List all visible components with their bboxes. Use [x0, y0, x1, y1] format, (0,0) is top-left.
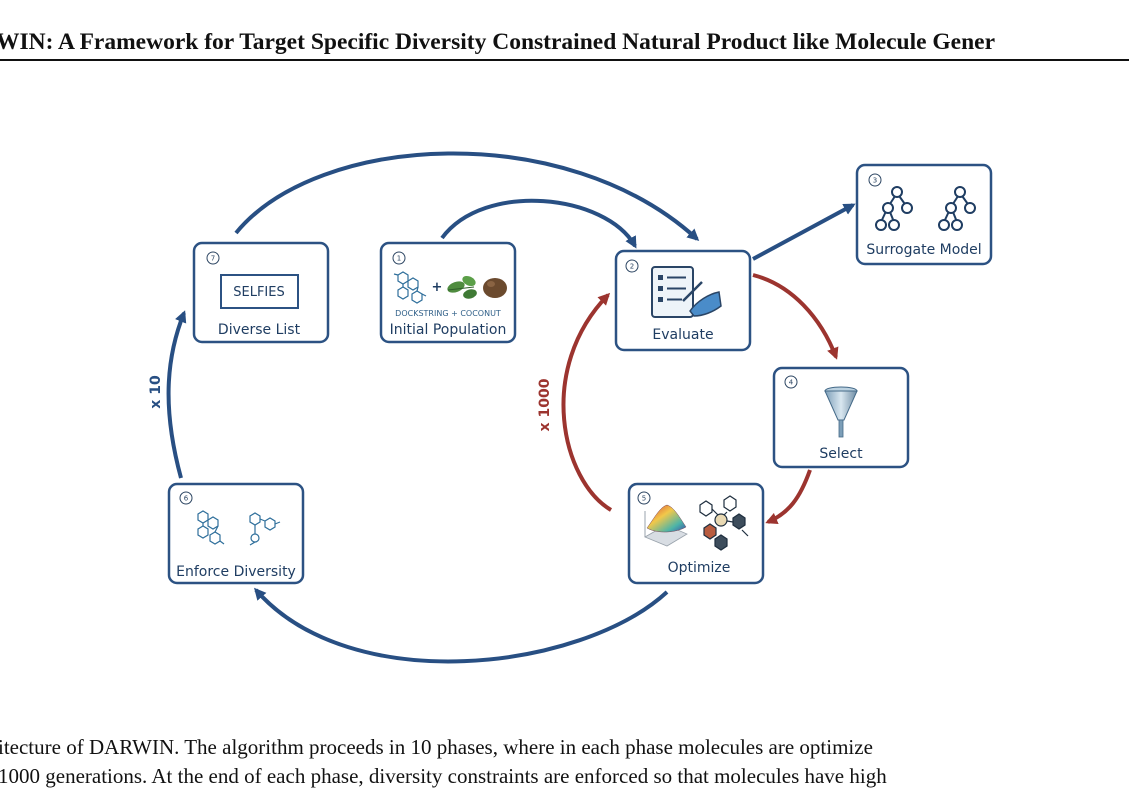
funnel-icon: [824, 386, 858, 438]
node-evaluate: 2 Evaluate: [614, 249, 752, 352]
step-number: 7: [211, 255, 215, 263]
title-rule: [0, 59, 1129, 61]
node-optimize: 5 Optimize: [627, 482, 765, 585]
step-number-badge: [784, 375, 798, 389]
arrow-optimize-to-evaluate: [561, 292, 613, 512]
step-number-badge: [392, 251, 406, 265]
node-label: Optimize: [668, 560, 731, 576]
leaf-icon: [447, 275, 477, 299]
step-number-badge: [179, 491, 193, 505]
step-number-badge: [206, 251, 220, 265]
step-number: 2: [630, 263, 634, 271]
node-surrogate-model: 3 Surrogate Model: [855, 163, 993, 266]
node-initial-population: 1 + DOCKSTRING + COCONUT Initial Populat…: [379, 241, 517, 344]
arrow-diverse-list-to-evaluate: [234, 151, 700, 242]
step-number-badge: [868, 173, 882, 187]
arrow-evaluate-to-select: [752, 273, 839, 360]
writing-hand-icon: [682, 281, 722, 317]
plus-sign: +: [432, 280, 443, 295]
caption-line-1: itecture of DARWIN. The algorithm procee…: [0, 735, 873, 759]
arrow-optimize-to-enforce-diversity: [254, 587, 669, 664]
caption-line-2: 1000 generations. At the end of each pha…: [0, 764, 887, 788]
page-title: WIN: A Framework for Target Specific Div…: [0, 29, 996, 55]
node-select: 4 Select: [772, 366, 910, 469]
molecule-icon: [249, 512, 281, 546]
arrow-enforce-diversity-to-diverse-list: [166, 310, 187, 479]
arrow-initial-population-to-evaluate: [440, 198, 637, 249]
molecule-icon: [197, 510, 225, 545]
decision-tree-icon: [938, 186, 976, 231]
node-label: Diverse List: [218, 322, 301, 338]
arrow-select-to-optimize: [765, 469, 812, 524]
step-number: 5: [642, 495, 646, 503]
node-label: Select: [819, 446, 863, 462]
arrow-evaluate-to-surrogate-model: [752, 203, 856, 261]
node-enforce-diversity: 6 Enforce Diversity: [167, 482, 305, 585]
step-number: 6: [184, 495, 189, 503]
node-label: Enforce Diversity: [176, 564, 296, 580]
node-label: Initial Population: [390, 322, 507, 338]
step-number: 1: [397, 255, 401, 263]
outer-loop-label: x 10: [148, 375, 164, 409]
surface-plot-icon: [644, 504, 688, 547]
selfies-label: SELFIES: [233, 285, 285, 300]
node-label: Surrogate Model: [866, 242, 981, 258]
node-label: Evaluate: [652, 327, 713, 343]
node-diverse-list: 7 SELFIES Diverse List: [192, 241, 330, 344]
step-number-badge: [625, 259, 639, 273]
step-number: 4: [789, 379, 794, 387]
step-number: 3: [873, 177, 877, 185]
dataset-sublabel: DOCKSTRING + COCONUT: [395, 309, 501, 318]
coconut-icon: [483, 278, 507, 298]
checklist-icon: [651, 266, 694, 318]
molecule-icon: [393, 271, 427, 304]
inner-loop-label: x 1000: [537, 378, 553, 431]
molecule-transformation-icon: [699, 495, 749, 551]
selfies-box: [220, 274, 299, 309]
decision-tree-icon: [875, 186, 913, 231]
step-number-badge: [637, 491, 651, 505]
